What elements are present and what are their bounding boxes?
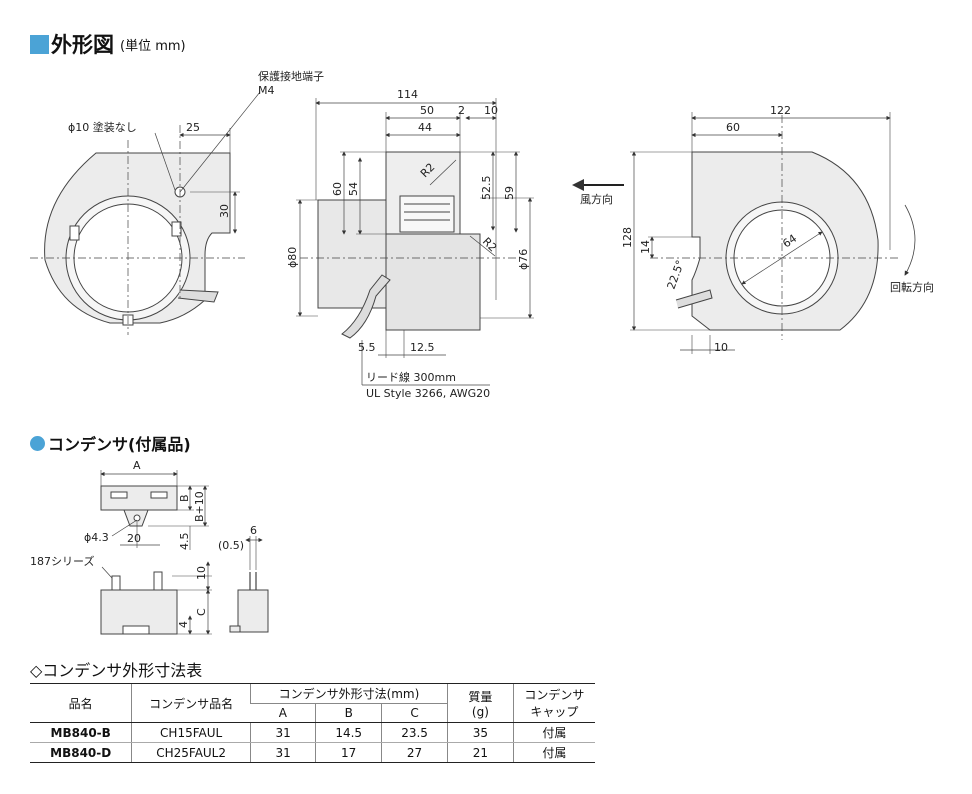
- capacitor-dimension-table: 品名 コンデンサ品名 コンデンサ外形寸法(mm) 質量(g) コンデンサキャップ…: [30, 683, 595, 763]
- header-dims: コンデンサ外形寸法(mm): [249, 683, 448, 704]
- side-dim-phi76: ϕ76: [517, 249, 530, 270]
- front-dim-25: 25: [186, 121, 200, 134]
- front-dim-30: 30: [218, 204, 231, 218]
- cap-series-label: 187シリーズ: [30, 554, 94, 568]
- cap-dim-b: B: [178, 494, 191, 502]
- header-b: B: [315, 703, 382, 723]
- side-dim-2: 2: [458, 104, 465, 117]
- cap-dim-4: 4: [177, 621, 190, 628]
- cap-dim-c: C: [195, 608, 208, 616]
- table-row: MB840-D CH25FAUL2 31 17 27 21 付属: [30, 742, 595, 763]
- side-dim-10: 10: [484, 104, 498, 117]
- cap-dim-phi43: ϕ4.3: [84, 531, 109, 544]
- front-view: [30, 125, 245, 335]
- rear-view: [572, 112, 916, 354]
- cell-c: 23.5: [381, 722, 448, 743]
- rear-dim-128: 128: [621, 227, 634, 248]
- wind-direction-label: 風方向: [580, 192, 613, 206]
- cap-dim-05: (0.5): [218, 539, 244, 552]
- header-mass: 質量(g): [446, 683, 514, 723]
- side-dim-60: 60: [331, 182, 344, 196]
- front-hole-label: ϕ10 塗装なし: [68, 120, 137, 134]
- cell-mass: 21: [446, 742, 514, 763]
- side-dim-50: 50: [420, 104, 434, 117]
- side-dim-12-5: 12.5: [410, 341, 435, 354]
- cell-cap: 付属: [512, 742, 595, 763]
- cell-b: 14.5: [315, 722, 382, 743]
- side-view: [179, 91, 534, 386]
- table-title: ◇コンデンサ外形寸法表: [30, 657, 202, 681]
- capacitor-side-body: [237, 589, 269, 633]
- header-a: A: [250, 703, 316, 723]
- rotation-direction-label: 回転方向: [890, 280, 934, 294]
- side-fan: [399, 195, 455, 233]
- capacitor-title-text: コンデンサ(付属品): [48, 435, 191, 454]
- cell-c: 27: [381, 742, 448, 763]
- capacitor-title: コンデンサ(付属品): [30, 431, 191, 455]
- title-square-icon: [30, 34, 49, 54]
- side-r2-bottom: R2: [480, 235, 500, 255]
- title-dot-icon: [30, 435, 45, 451]
- header-c: C: [381, 703, 448, 723]
- rear-dim-122: 122: [770, 104, 791, 117]
- cell-model: MB840-D: [30, 742, 132, 763]
- terminal-size: M4: [258, 84, 275, 97]
- header-cap: コンデンサキャップ: [512, 683, 595, 723]
- side-dim-44: 44: [418, 121, 432, 134]
- lead-spec: UL Style 3266, AWG20: [366, 387, 490, 400]
- cell-model: MB840-B: [30, 722, 132, 743]
- outline-title-text: 外形図: [51, 33, 114, 57]
- cell-b: 17: [315, 742, 382, 763]
- side-dim-114: 114: [397, 88, 418, 101]
- terminal-label: 保護接地端子: [258, 69, 324, 83]
- cell-a: 31: [249, 722, 316, 743]
- cap-dim-10: 10: [195, 566, 208, 580]
- cap-dim-b10: B+10: [193, 491, 206, 522]
- cell-mass: 35: [446, 722, 514, 743]
- cap-dim-6: 6: [250, 524, 257, 537]
- side-dim-phi80: ϕ80: [286, 247, 299, 268]
- cell-cap-model: CH25FAUL2: [131, 742, 251, 763]
- lead-label: リード線 300mm: [366, 370, 456, 384]
- side-motor: [385, 233, 481, 331]
- side-dim-5-5: 5.5: [358, 341, 376, 354]
- side-dim-54: 54: [347, 182, 360, 196]
- rear-dim-14: 14: [639, 240, 652, 254]
- side-dim-59: 59: [503, 186, 516, 200]
- capacitor-drawing: [100, 470, 269, 635]
- rear-dim-10: 10: [714, 341, 728, 354]
- cell-cap: 付属: [512, 722, 595, 743]
- cap-dim-a: A: [133, 459, 141, 472]
- rear-dim-60: 60: [726, 121, 740, 134]
- header-model: 品名: [30, 683, 132, 723]
- unit-label: (単位 mm): [120, 38, 186, 54]
- header-cap-model: コンデンサ品名: [131, 683, 251, 723]
- cap-dim-20: 20: [127, 532, 141, 545]
- table-row: MB840-B CH15FAUL 31 14.5 23.5 35 付属: [30, 722, 595, 743]
- table-title-text: ◇コンデンサ外形寸法表: [30, 661, 203, 680]
- outline-title: 外形図 (単位 mm): [30, 29, 186, 59]
- cap-dim-45: 4.5: [178, 533, 191, 551]
- rear-angle: 22.5°: [665, 258, 687, 291]
- cell-a: 31: [249, 742, 316, 763]
- cell-cap-model: CH15FAUL: [131, 722, 251, 743]
- side-dim-52-5: 52.5: [480, 176, 493, 201]
